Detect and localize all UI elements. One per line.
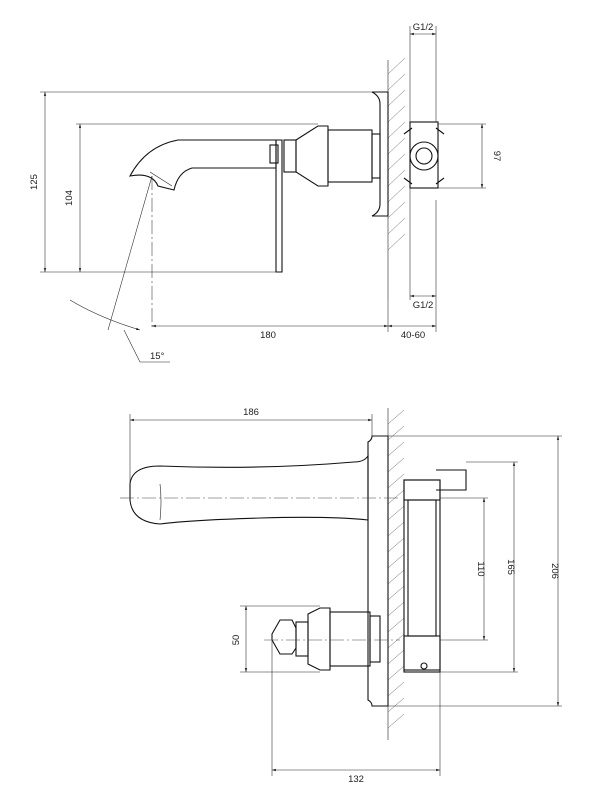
dim-110-label: 110 (475, 561, 486, 576)
dim-97-label: 97 (491, 151, 502, 162)
dim-angle: 15° (69, 175, 170, 363)
valve-body-side (327, 129, 373, 183)
dim-132-label: 132 (348, 774, 364, 785)
wall-plate-top (371, 91, 389, 217)
dim-thread-bottom: G1/2 (409, 188, 436, 311)
dim-thread-top: G1/2 (409, 22, 437, 122)
handle-body-side (295, 125, 329, 187)
handle-knob-front (271, 619, 297, 655)
dim-spout-length: 180 (152, 324, 388, 341)
g12-top-label: G1/2 (413, 22, 434, 33)
outlet-circle (409, 141, 439, 171)
dim-186-label: 186 (243, 407, 259, 418)
lever-handle-side (275, 139, 283, 273)
cartridge-front (403, 479, 441, 671)
dim-15-label: 15° (150, 351, 165, 362)
g12-bottom-label: G1/2 (413, 300, 434, 311)
valve-body-front (329, 611, 371, 667)
dim-handle-height: 104 (64, 123, 318, 272)
spout-front (129, 454, 369, 525)
dim-206: 206 (372, 435, 562, 707)
dim-125-label: 125 (29, 174, 40, 190)
spout-side (128, 139, 277, 191)
dim-165: 165 (440, 461, 518, 673)
dim-165-label: 165 (505, 559, 516, 575)
wall-hatch-top (387, 57, 406, 300)
dim-110: 110 (440, 497, 488, 641)
dim-180-label: 180 (260, 330, 276, 341)
front-view: 186 50 132 110 165 (120, 407, 562, 785)
dim-total-height: 125 (29, 91, 372, 273)
dim-body-height: 97 (438, 123, 502, 189)
dim-wall-depth: 40-60 (387, 200, 437, 341)
wall-hatch-bottom (387, 408, 405, 740)
dim-104-label: 104 (64, 190, 75, 206)
dim-front-spout-length: 186 (129, 407, 373, 484)
dim-206-label: 206 (549, 563, 560, 579)
wall-plate-front (367, 435, 389, 707)
dim-50-label: 50 (231, 635, 242, 646)
cartridge-side (409, 121, 439, 189)
dim-handle-distance: 132 (271, 640, 441, 785)
dim-40-60-label: 40-60 (401, 330, 425, 341)
dim-handle-offset: 50 (231, 605, 320, 673)
side-view: 125 104 180 40-60 G1/2 (29, 22, 502, 363)
